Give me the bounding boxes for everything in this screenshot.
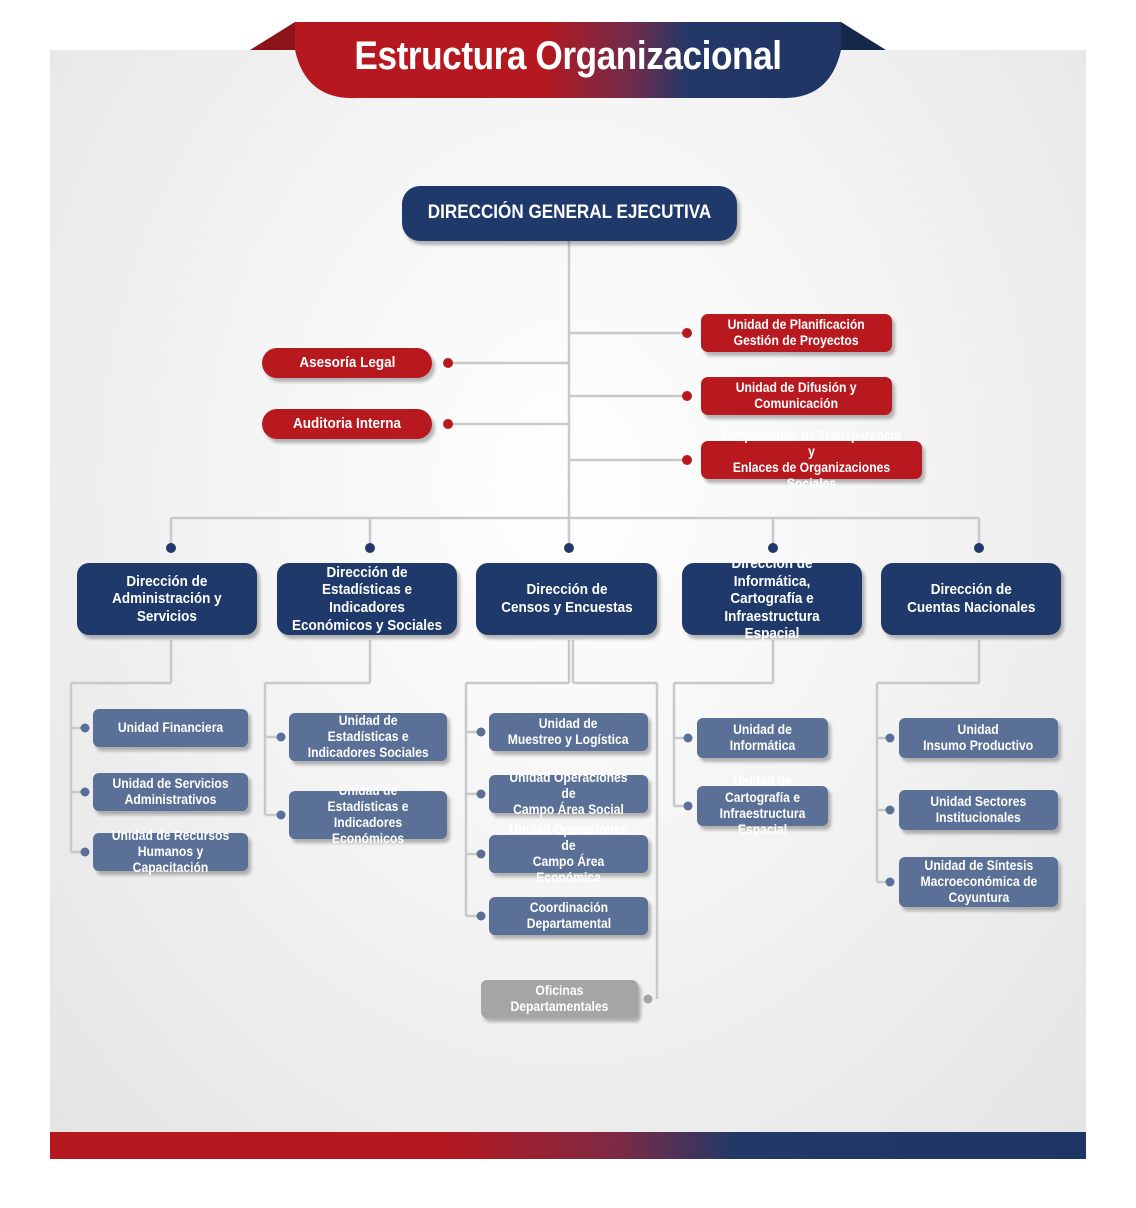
staff-box-left-label: Auditoria Interna (292, 415, 401, 433)
connector-dot (443, 358, 453, 368)
staff-box-left: Asesoría Legal (262, 348, 432, 378)
connector-dot (768, 543, 778, 553)
connector-dot (365, 543, 375, 553)
connector-dot (476, 849, 486, 859)
connector-dot (276, 810, 286, 820)
unit-box: Unidad de Informática (697, 718, 828, 758)
connector-dot (974, 543, 984, 553)
staff-box-left-label: Asesoría Legal (298, 354, 396, 372)
connector-dot (682, 455, 692, 465)
connector-dot (476, 727, 486, 737)
general-direction-box: DIRECCIÓN GENERAL EJECUTIVA (402, 186, 737, 241)
connector-dot (476, 911, 486, 921)
title-banner (250, 22, 886, 99)
connector-dot (643, 994, 653, 1004)
connector-dot (443, 419, 453, 429)
connector-dot (564, 543, 574, 553)
connector-dot (683, 801, 693, 811)
footer-color-bar (50, 1132, 1086, 1159)
connector-dot (80, 787, 90, 797)
staff-box-left: Auditoria Interna (262, 409, 432, 439)
connector-dot (276, 732, 286, 742)
connector-dot (166, 543, 176, 553)
connector-dot (885, 805, 895, 815)
unit-box: Unidad Financiera (93, 709, 248, 747)
connector-dot (682, 391, 692, 401)
connector-dot (682, 328, 692, 338)
unit-box-label: Unidad Financiera (117, 720, 224, 736)
connector-dot (683, 733, 693, 743)
connector-dot (885, 733, 895, 743)
page-title: Estructura Organizacional (354, 34, 782, 78)
connector-dot (80, 847, 90, 857)
unit-box-label: Unidad de Informática (729, 722, 796, 753)
connector-dot (885, 877, 895, 887)
connector-dot (80, 723, 90, 733)
connector-dot (476, 789, 486, 799)
general-direction-box-label: DIRECCIÓN GENERAL EJECUTIVA (427, 202, 712, 224)
